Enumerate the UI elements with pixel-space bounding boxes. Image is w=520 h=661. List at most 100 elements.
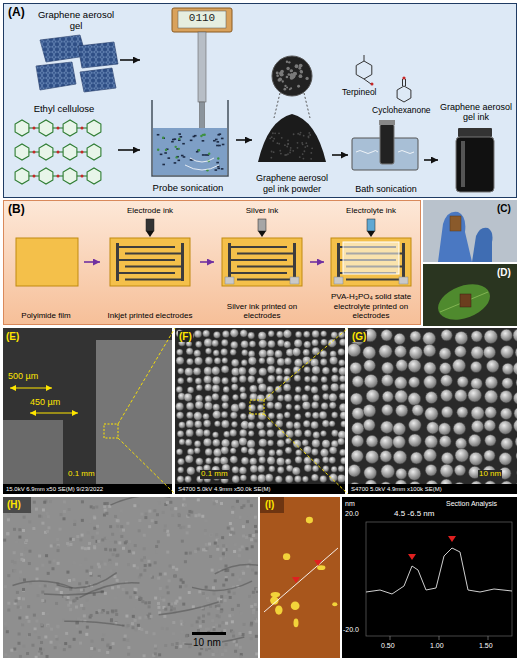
ethyl-cellulose-molecules (33, 127, 36, 130)
sem-nanoparticles-low (267, 402, 274, 409)
tem-image (73, 523, 76, 526)
tem-image (63, 510, 66, 513)
tem-image (47, 572, 50, 575)
dispersion-particles (196, 151, 199, 153)
tem-image (205, 543, 208, 546)
tem-image (215, 624, 218, 627)
sem-nanoparticles-low (203, 438, 211, 446)
tem-image (224, 592, 227, 595)
sem-nanoparticles-low (294, 422, 301, 429)
process-arrow (200, 261, 214, 263)
tem-image (220, 600, 223, 603)
ink-powder-grains (297, 147, 299, 149)
sem-nanoparticles-high (502, 378, 513, 389)
sem-nanoparticles-low (312, 412, 319, 419)
tem-image (225, 643, 228, 646)
sem-nanoparticles-low (329, 393, 337, 401)
sem-electrode-image (3, 328, 172, 494)
sem-nanoparticles-high (395, 346, 407, 358)
sem-nanoparticles-low (259, 439, 267, 447)
tem-image (238, 632, 241, 635)
tem-image (20, 553, 23, 556)
printing-step: Electrode inkInkjet printed electrodes (100, 204, 200, 322)
sem-nanoparticles-low (266, 357, 274, 365)
tem-image (178, 640, 181, 643)
tem-image (133, 504, 136, 507)
ink-powder-grains (300, 70, 303, 73)
tem-image (16, 591, 19, 594)
tem-image (169, 501, 172, 504)
sem-nanoparticles-high (408, 393, 421, 406)
sem-nanoparticles-low (319, 411, 327, 419)
tem-image (28, 550, 31, 553)
tem-image (53, 559, 56, 562)
sem-nanoparticles-low (275, 476, 282, 483)
tem-image (96, 525, 99, 528)
tem-image (4, 622, 7, 625)
tem-image (202, 592, 205, 595)
sem-nanoparticles-low (213, 331, 220, 338)
tem-image (143, 654, 146, 657)
tem-image (20, 558, 23, 561)
sem-nanoparticles-low (177, 430, 184, 437)
sem-nanoparticles-low (267, 421, 273, 427)
ink-powder-grains (284, 85, 286, 87)
tem-image (172, 566, 175, 569)
plot-title: Section Analysis (446, 500, 497, 508)
sem-nanoparticles-high (500, 408, 512, 420)
sem-nanoparticles-high (426, 480, 438, 484)
sem-nanoparticles-high (364, 467, 377, 480)
afm-section-plot (448, 536, 456, 542)
tem-image (110, 497, 170, 505)
dispersion-particles (202, 134, 204, 136)
tem-image (46, 624, 49, 627)
ethyl-cellulose-molecules (81, 151, 84, 154)
sem-nanoparticles-low (257, 422, 265, 430)
sem-nanoparticles-high (409, 481, 421, 484)
afm-image (260, 497, 340, 658)
panel-b-ground (3, 200, 421, 325)
sem-nanoparticles-low (221, 339, 228, 346)
tem-image (46, 613, 49, 616)
sem-nanoparticles-low (321, 331, 327, 337)
tem-image (179, 585, 182, 588)
sem-nanoparticles-low (230, 448, 236, 454)
tem-image (251, 569, 254, 572)
photo-device-on-glove (472, 228, 493, 262)
sem-nanoparticles-low (331, 466, 337, 472)
tem-image (216, 650, 219, 653)
sem-nanoparticles-high (441, 452, 453, 464)
tem-image (238, 578, 241, 581)
sem-nanoparticles-low (293, 440, 301, 448)
tem-image (151, 519, 154, 522)
sem-nanoparticles-low (304, 367, 311, 374)
tem-image (110, 570, 113, 573)
tem-image (136, 566, 139, 569)
ethyl-cellulose-molecules (87, 168, 101, 184)
sem-nanoparticles-low (320, 475, 327, 482)
stage-caption: Bath sonication (355, 184, 417, 194)
sem-nanoparticles-high (457, 376, 468, 387)
tem-image (217, 597, 220, 600)
sem-nanoparticles-low (268, 340, 276, 348)
sem-nanoparticles-low (213, 404, 220, 411)
tem-image (138, 529, 141, 532)
sem-nanoparticles-low (195, 378, 202, 385)
sem-nanoparticles-low (268, 412, 275, 419)
tem-image (188, 510, 191, 513)
tem-image (132, 615, 135, 618)
sem-nanoparticles-high (381, 421, 394, 434)
dispersion-particles (198, 149, 200, 151)
ethyl-cellulose-molecules (77, 127, 87, 128)
sem-nanoparticles-low (203, 330, 210, 337)
sem-nanoparticles-low (241, 457, 249, 465)
sem-nanoparticles-low (187, 448, 194, 455)
height-annotation: 4.5 -6.5 nm (394, 510, 434, 519)
dimension: 450 µm (30, 398, 60, 408)
sem-nanoparticles-high (453, 422, 465, 434)
tem-image (225, 578, 228, 581)
sem-nanoparticles-low (284, 412, 290, 418)
sem-nanoparticles-low (203, 420, 210, 427)
printing-step: Silver inkSilver ink printed on electrod… (214, 204, 310, 322)
